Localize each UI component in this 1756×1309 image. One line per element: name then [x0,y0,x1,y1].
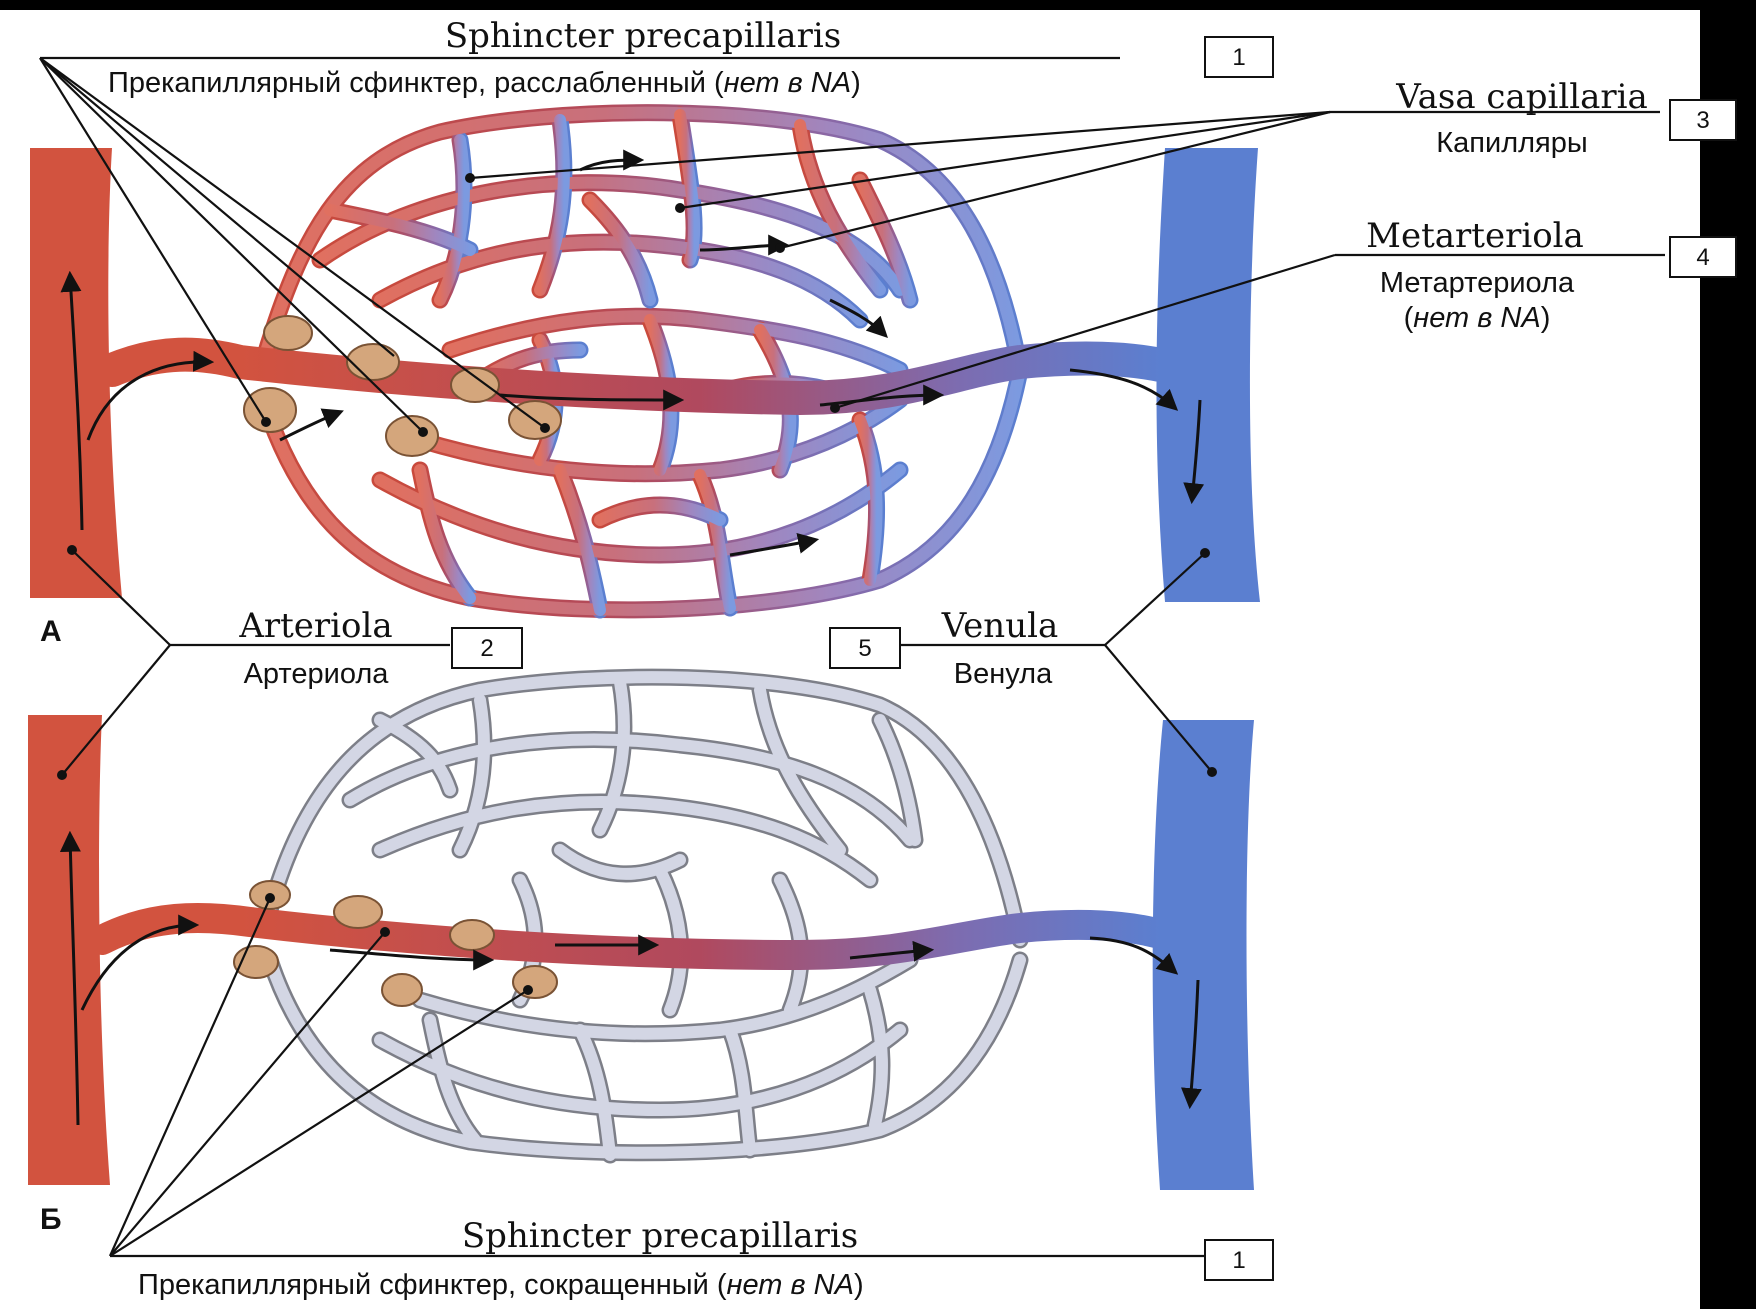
number-1-bottom: 1 [1232,1247,1245,1274]
sphincter-bottom-ru-italic: нет в NA [727,1269,854,1301]
sphincter-bottom-russian: Прекапиллярный сфинктер, сокращенный (не… [138,1269,864,1301]
panel-b-letter: Б [40,1203,62,1236]
sphincter-top-ru-italic: нет в NA [724,67,851,99]
sphincter-top-ru-end: ) [851,67,861,99]
number-box-1-bottom: 1 [1205,1240,1273,1280]
panel-a-letter: А [40,615,62,648]
sphincter-top-russian: Прекапиллярный сфинктер, расслабленный (… [108,67,861,99]
sphincter-top-latin: Sphincter precapillaris [445,16,841,56]
vasa-capillaria-latin: Vasa capillaria [1395,77,1648,117]
number-5: 5 [858,635,871,662]
number-box-2: 2 [452,628,522,668]
number-box-3: 3 [1670,100,1736,140]
sphincter-bottom-ru-main: Прекапиллярный сфинктер, сокращенный ( [138,1269,727,1301]
vasa-capillaria-russian: Капилляры [1436,127,1587,159]
number-box-1-top: 1 [1205,37,1273,77]
arteriola-russian: Артериола [244,658,390,690]
metarteriola-note-open: ( [1404,302,1414,334]
sphincter-bottom-ru-end: ) [854,1269,864,1301]
number-1-top: 1 [1232,44,1245,71]
metarteriola-note-close: ) [1541,302,1551,334]
venula-latin: Venula [941,606,1059,646]
number-4: 4 [1696,244,1709,271]
venule-vessel-b [1153,720,1254,1190]
metarteriola-russian: Метартериола [1380,267,1575,299]
number-3: 3 [1696,107,1709,134]
metarteriola-russian-note: (нет в NA) [1404,302,1551,334]
sphincter-top-ru-main: Прекапиллярный сфинктер, расслабленный ( [108,67,724,99]
number-box-4: 4 [1670,237,1736,277]
metarteriola-latin: Metarteriola [1366,216,1584,256]
venula-russian: Венула [954,658,1053,690]
number-2: 2 [480,635,493,662]
metarteriola-note-italic: нет в NA [1413,302,1540,334]
sphincter-bottom-latin: Sphincter precapillaris [462,1216,858,1256]
arteriola-latin: Arteriola [238,606,392,646]
number-box-5: 5 [830,628,900,668]
